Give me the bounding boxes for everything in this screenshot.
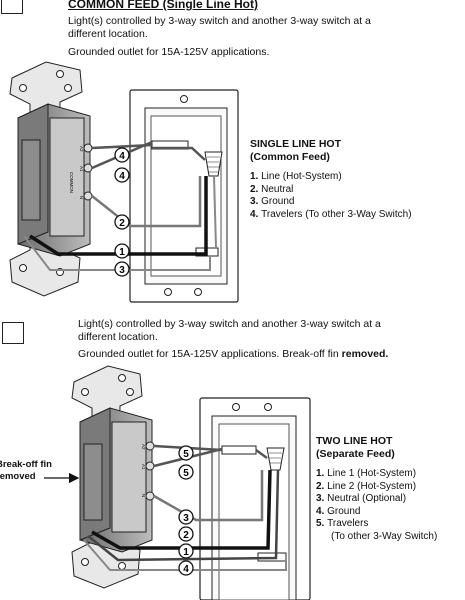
legend-item: 4. Travelers (To other 3-Way Switch) — [250, 208, 412, 220]
svg-text:A1: A1 — [141, 464, 146, 470]
callouts-2: 5 5 3 2 1 4 — [178, 445, 194, 576]
legend-list: 1. Line 1 (Hot-System) 2. Line 2 (Hot-Sy… — [316, 468, 437, 543]
legend-title: SINGLE LINE HOT — [250, 138, 342, 150]
legend-title: TWO LINE HOT — [316, 435, 393, 447]
svg-text:A1: A1 — [79, 166, 84, 172]
description-line: different location. — [68, 28, 148, 40]
svg-text:1: 1 — [119, 247, 125, 258]
legend-item: 1. Line 1 (Hot-System) — [316, 468, 417, 479]
svg-text:4: 4 — [119, 151, 125, 162]
section-title-common-feed: COMMON FEED (Single Line Hot) — [68, 0, 258, 11]
legend-item: 5. Travelers — [316, 518, 369, 529]
legend-item: 2. Neutral — [250, 183, 294, 195]
callout-marker: 1 — [114, 243, 130, 259]
description-line: Light(s) controlled by 3-way switch and … — [78, 318, 381, 330]
svg-text:2: 2 — [119, 218, 125, 229]
callout-marker: 4 — [114, 147, 130, 163]
svg-text:A2: A2 — [79, 146, 84, 152]
svg-text:4: 4 — [119, 171, 125, 182]
description-line: different location. — [78, 331, 158, 343]
callout-marker: 5 — [178, 464, 194, 480]
callout-marker: 2 — [114, 214, 130, 230]
callout-marker: 4 — [114, 167, 130, 183]
callout-marker: 5 — [178, 445, 194, 461]
legend-item: 2. Line 2 (Hot-System) — [316, 480, 417, 492]
legend-list: 1. Line (Hot-System) 2. Neutral 3. Groun… — [250, 171, 412, 221]
svg-text:N: N — [141, 494, 146, 497]
svg-text:A2: A2 — [141, 444, 146, 450]
checkbox-separate-feed[interactable] — [2, 322, 24, 344]
svg-text:4: 4 — [183, 564, 189, 575]
callouts-1: 4 4 2 1 3 — [114, 147, 130, 277]
callout-marker: 4 — [178, 560, 194, 576]
legend-subtitle: (Separate Feed) — [316, 448, 395, 460]
legend-item: 3. Neutral (Optional) — [316, 493, 407, 504]
svg-text:N: N — [79, 196, 84, 199]
description-line: Grounded outlet for 15A-125V application… — [68, 46, 270, 58]
side-label: Break-off fin — [0, 459, 52, 470]
svg-text:3: 3 — [119, 265, 125, 276]
description-line: Light(s) controlled by 3-way switch and … — [68, 15, 371, 27]
legend-item: 1. Line (Hot-System) — [250, 171, 342, 182]
svg-text:5: 5 — [183, 468, 189, 479]
callout-marker: 2 — [178, 526, 194, 542]
callout-marker: 3 — [114, 261, 130, 277]
svg-text:1: 1 — [183, 547, 189, 558]
svg-text:2: 2 — [183, 530, 189, 541]
checkbox-common-feed[interactable] — [1, 0, 23, 14]
description-line: Grounded outlet for 15A-125V application… — [78, 348, 389, 360]
svg-text:COMMON: COMMON — [69, 172, 74, 193]
legend-item: 4. Ground — [316, 505, 361, 517]
callout-marker: 1 — [178, 543, 194, 559]
legend-subtitle: (Common Feed) — [250, 151, 330, 163]
switch-device-2: A2 A1 N — [71, 365, 155, 589]
callout-marker: 3 — [178, 509, 194, 525]
legend-item: 3. Ground — [250, 196, 295, 207]
side-label: removed — [0, 471, 36, 482]
legend-item: (To other 3-Way Switch) — [331, 530, 438, 542]
svg-text:3: 3 — [183, 513, 189, 524]
switch-device-1: COMMON A2 A1 N — [9, 61, 93, 297]
svg-text:5: 5 — [183, 449, 189, 460]
